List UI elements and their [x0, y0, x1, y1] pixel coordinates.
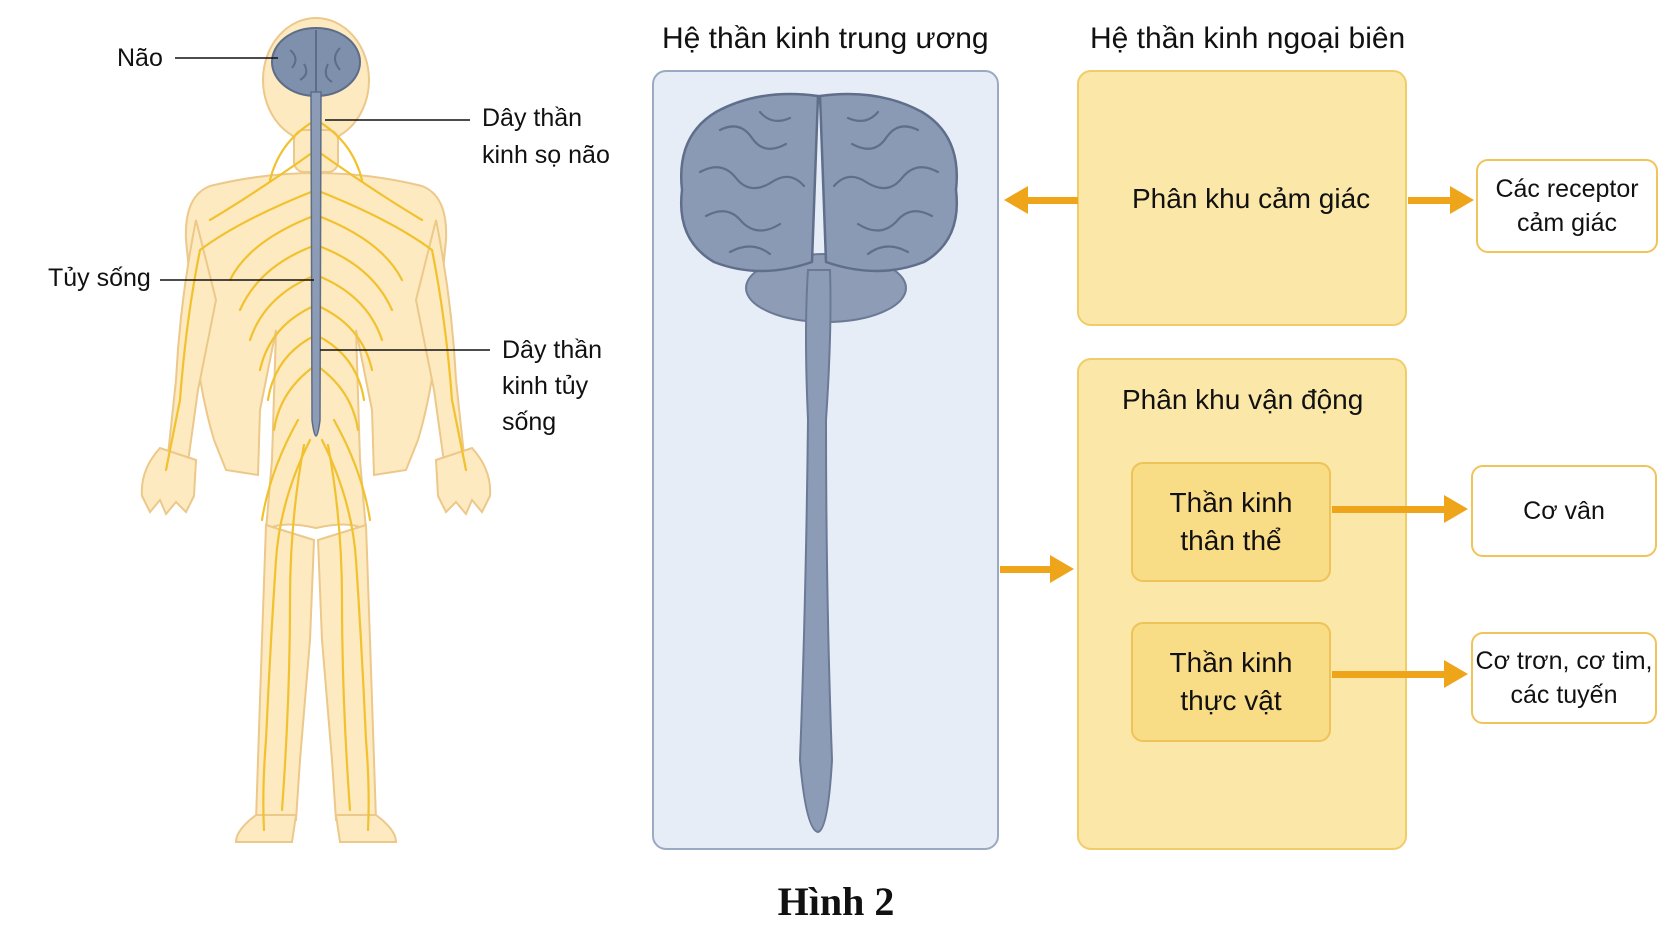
pns-heading: Hệ thần kinh ngoại biên	[1090, 22, 1405, 56]
cns-heading: Hệ thần kinh trung ương	[662, 22, 989, 56]
brain-label: Não	[117, 40, 163, 76]
smooth-muscle-glands-box: Cơ trơn, cơ tim, các tuyến	[1471, 632, 1657, 724]
somatic-label-line2: thân thể	[1170, 522, 1293, 560]
autonomic-label-line2: thực vật	[1170, 682, 1293, 720]
body-brain-icon	[272, 28, 360, 96]
skeletal-muscle-box: Cơ vân	[1471, 465, 1657, 557]
receptors-label-line2: cảm giác	[1495, 206, 1638, 240]
autonomic-label-line1: Thần kinh	[1170, 644, 1293, 682]
skeletal-muscle-label: Cơ vân	[1523, 494, 1605, 528]
cranial-nerves-label-line1: Dây thần	[482, 100, 582, 136]
receptors-label-line1: Các receptor	[1495, 172, 1638, 206]
smooth-muscle-label-line2: các tuyến	[1476, 678, 1653, 712]
figure-caption: Hình 2	[0, 878, 1672, 925]
somatic-nervous-box: Thần kinh thân thể	[1131, 462, 1331, 582]
spinal-nerves-label-line2: kinh tủy	[502, 368, 588, 404]
somatic-label-line1: Thần kinh	[1170, 484, 1293, 522]
sensory-receptors-box: Các receptor cảm giác	[1476, 159, 1658, 253]
spinal-cord-label: Tủy sống	[48, 260, 151, 296]
motor-division-box	[1077, 358, 1407, 850]
cranial-nerves-label-line2: kinh sọ não	[482, 137, 610, 173]
spinal-nerves-label-line1: Dây thần	[502, 332, 602, 368]
autonomic-nervous-box: Thần kinh thực vật	[1131, 622, 1331, 742]
sensory-division-label: Phân khu cảm giác	[1132, 183, 1370, 215]
body-spinal-cord	[311, 92, 321, 436]
smooth-muscle-label-line1: Cơ trơn, cơ tim,	[1476, 644, 1653, 678]
motor-division-label: Phân khu vận động	[1122, 384, 1363, 416]
cns-panel	[652, 70, 999, 850]
spinal-nerves-label-line3: sống	[502, 404, 556, 440]
